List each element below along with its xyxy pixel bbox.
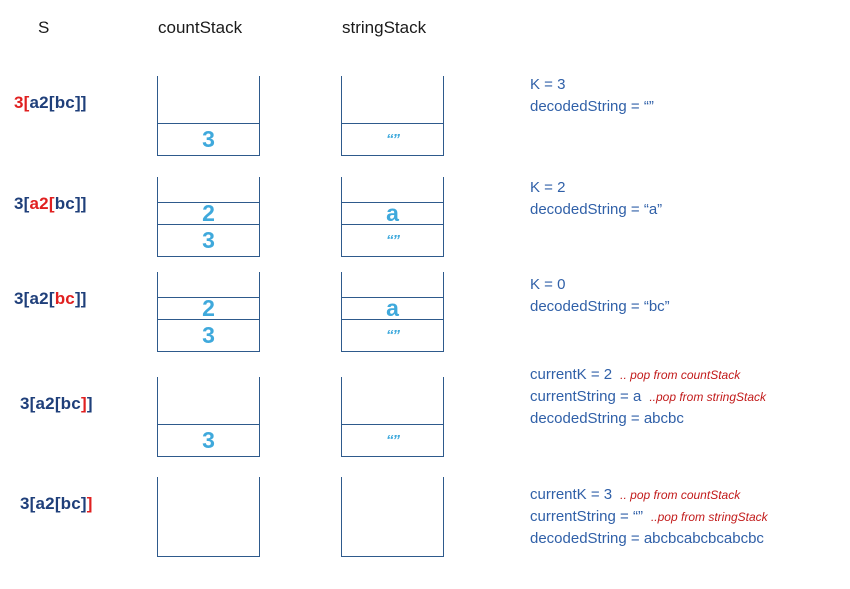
string-stack-cell: “” <box>342 123 443 154</box>
count-stack-cell: 3 <box>158 424 259 455</box>
string-stack: “” <box>341 377 444 457</box>
string-stack: a“” <box>341 177 444 257</box>
expression-s: 3[a2[bc]] <box>14 93 87 113</box>
expression-part: bc]] <box>54 194 87 213</box>
note-line: K = 2 <box>530 177 662 199</box>
note-line: decodedString = “” <box>530 96 654 118</box>
note-line: decodedString = abcbc <box>530 408 766 430</box>
expression-s: 3[a2[bc]] <box>20 394 93 414</box>
string-stack-cell: a <box>342 202 443 225</box>
row-notes: K = 2 decodedString = “a” <box>530 177 662 221</box>
note-line: currentK = 2 .. pop from countStack <box>530 364 766 386</box>
note-line: decodedString = abcbcabcbcabcbc <box>530 528 768 550</box>
string-stack-cell: a <box>342 297 443 320</box>
string-stack <box>341 477 444 557</box>
row-notes: K = 0 decodedString = “bc” <box>530 274 670 318</box>
string-stack-cell: “” <box>342 424 443 455</box>
count-stack: 3 <box>157 76 260 156</box>
note-comment: ..pop from stringStack <box>649 390 767 404</box>
expression-part: a2[bc]] <box>29 93 87 112</box>
count-stack: 3 <box>157 377 260 457</box>
row-notes: K = 3 decodedString = “” <box>530 74 654 118</box>
note-text: decodedString = abcbc <box>530 410 684 427</box>
note-text: decodedString = “bc” <box>530 298 670 315</box>
count-stack-cell: 2 <box>158 202 259 225</box>
note-line: currentK = 3 .. pop from countStack <box>530 484 768 506</box>
expression-part: 3[a2[bc] <box>20 494 87 513</box>
expression-part: ] <box>86 394 93 413</box>
note-line: decodedString = “a” <box>530 199 662 221</box>
note-line: K = 3 <box>530 74 654 96</box>
note-comment: .. pop from countStack <box>620 368 741 382</box>
note-text: currentString = a <box>530 388 642 405</box>
note-line: currentString = “” ..pop from stringStack <box>530 506 768 528</box>
expression-s: 3[a2[bc]] <box>20 494 93 514</box>
header-count-stack: countStack <box>158 18 243 37</box>
string-stack-cell: “” <box>342 319 443 350</box>
note-text: K = 3 <box>530 76 566 93</box>
count-stack-cell: 2 <box>158 297 259 320</box>
string-stack: “” <box>341 76 444 156</box>
string-stack-cell: “” <box>342 224 443 255</box>
note-text: decodedString = “a” <box>530 201 663 218</box>
string-stack: a“” <box>341 272 444 352</box>
note-text: currentK = 2 <box>530 366 613 383</box>
note-text: K = 2 <box>530 179 566 196</box>
note-text: decodedString = “” <box>530 98 654 115</box>
note-line: currentString = a ..pop from stringStack <box>530 386 766 408</box>
header-s: S <box>38 18 50 37</box>
expression-part: 3[a2[ <box>14 289 55 308</box>
count-stack-cell: 3 <box>158 224 259 255</box>
note-text: K = 0 <box>530 276 566 293</box>
note-line: decodedString = “bc” <box>530 296 670 318</box>
expression-s: 3[a2[bc]] <box>14 289 87 309</box>
note-text: currentK = 3 <box>530 486 613 503</box>
expression-highlight: ] <box>80 394 87 413</box>
note-line: K = 0 <box>530 274 670 296</box>
expression-part: 3[ <box>14 194 30 213</box>
note-text: currentString = “” <box>530 508 643 525</box>
expression-highlight: 3[ <box>14 93 30 112</box>
expression-s: 3[a2[bc]] <box>14 194 87 214</box>
expression-highlight: ] <box>86 494 93 513</box>
expression-part: ]] <box>74 289 87 308</box>
expression-highlight: a2[ <box>29 194 55 213</box>
expression-part: 3[a2[bc <box>20 394 81 413</box>
count-stack-cell: 3 <box>158 319 259 350</box>
header-string-stack: stringStack <box>342 18 427 37</box>
note-comment: ..pop from stringStack <box>650 510 768 524</box>
expression-highlight: bc <box>54 289 75 308</box>
count-stack <box>157 477 260 557</box>
note-text: decodedString = abcbcabcbcabcbc <box>530 530 764 547</box>
count-stack-cell: 3 <box>158 123 259 154</box>
note-comment: .. pop from countStack <box>620 488 741 502</box>
